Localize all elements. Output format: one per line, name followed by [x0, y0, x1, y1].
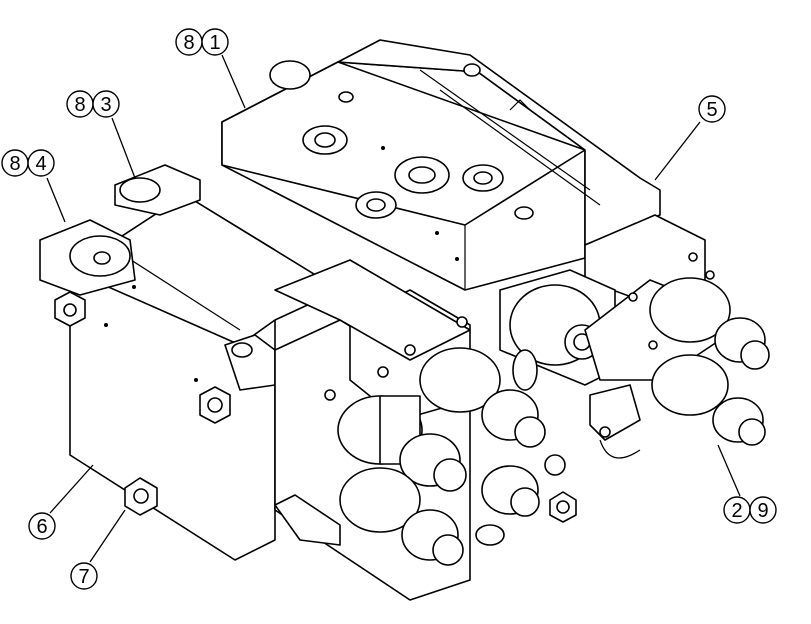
callout-7: 7	[70, 562, 98, 590]
callout-8-3: 8 3	[66, 90, 120, 118]
callout-label: 7	[78, 566, 89, 588]
left-valve-section	[39, 164, 341, 561]
callout-label: 1	[209, 32, 220, 54]
callout-bubble	[201, 28, 229, 56]
callout-label: 9	[757, 500, 768, 522]
leader-lines	[46, 54, 741, 563]
callout-label: 2	[731, 500, 742, 522]
callout-8-4: 8 4	[1, 149, 55, 177]
callout-bubble	[92, 90, 120, 118]
callout-label: 8	[9, 153, 20, 175]
callout-2-9: 2 9	[723, 496, 777, 524]
callout-label: 8	[74, 94, 85, 116]
callout-label: 5	[706, 99, 717, 121]
callout-label: 8	[183, 32, 194, 54]
callout-bubble	[749, 496, 777, 524]
callout-label: 3	[100, 94, 111, 116]
hex-bolt	[124, 477, 158, 516]
callout-bubble	[27, 149, 55, 177]
right-solenoid-section	[499, 214, 770, 459]
top-manifold-block	[221, 61, 586, 291]
rear-stack	[269, 39, 661, 246]
callout-8-1: 8 1	[175, 28, 229, 56]
callout-bubble	[28, 512, 56, 540]
callout-bubble	[70, 562, 98, 590]
callout-bubble	[698, 95, 726, 123]
callout-6: 6	[28, 512, 56, 540]
callout-label: 4	[35, 153, 46, 175]
callout-label: 6	[36, 516, 47, 538]
callout-5: 5	[698, 95, 726, 123]
center-solenoid-stack	[274, 259, 577, 601]
